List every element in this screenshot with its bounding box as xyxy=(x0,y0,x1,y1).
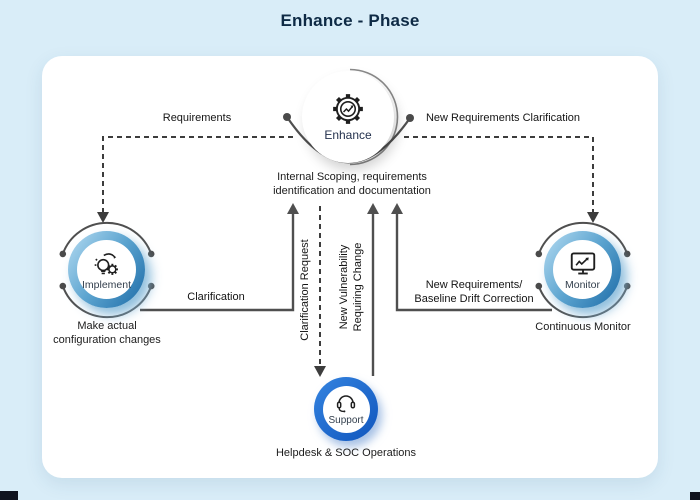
arc-dot xyxy=(147,250,155,258)
new-requirements-clarification-edge-label: New Requirements Clarification xyxy=(425,112,581,124)
clarification-arrow xyxy=(140,213,295,312)
arc-dot xyxy=(406,114,414,122)
implement-orbit-arc-bottom xyxy=(61,285,153,319)
implement-caption: Make actual configuration changes xyxy=(53,320,161,346)
bottom-left-corner-chip xyxy=(0,491,18,500)
baseline-drift-edge-label: New Requirements/ Baseline Drift Correct… xyxy=(414,279,534,305)
node-implement-label: Implement xyxy=(81,278,132,291)
new-vulnerability-edge-label: New Vulnerability Requiring Change xyxy=(338,242,364,332)
arc-dot xyxy=(283,113,291,121)
arc-dot xyxy=(147,282,155,290)
new-requirements-dashed-arrow xyxy=(404,136,594,212)
node-support: Support xyxy=(314,377,378,441)
requirements-edge-label: Requirements xyxy=(162,112,232,124)
bottom-right-corner-chip xyxy=(690,492,700,500)
baseline-drift-arrow xyxy=(395,213,552,312)
arrowhead-down xyxy=(97,212,109,223)
clarification-request-edge-label: Clarification Request xyxy=(299,239,311,341)
headset-icon xyxy=(336,394,356,412)
requirements-dashed-arrow xyxy=(102,136,293,212)
arc-dot xyxy=(535,250,543,258)
clarification-edge-label: Clarification xyxy=(187,291,245,303)
page-title: Enhance - Phase xyxy=(280,11,420,30)
node-enhance: Enhance xyxy=(302,71,394,163)
bulb-gear-icon xyxy=(94,252,118,275)
arrowhead-down xyxy=(587,212,599,223)
monitor-orbit-arc-bottom xyxy=(537,285,629,319)
gear-trend-icon xyxy=(333,94,363,124)
monitor-caption: Continuous Monitor xyxy=(535,321,631,333)
arc-dot xyxy=(59,282,67,290)
arrowhead-up xyxy=(287,203,299,214)
node-monitor-label: Monitor xyxy=(564,278,600,291)
arrowhead-up xyxy=(367,203,379,214)
enhance-edge-arc xyxy=(349,68,399,166)
node-monitor: Monitor xyxy=(544,231,621,308)
monitor-trend-icon xyxy=(570,251,595,274)
arc-dot xyxy=(623,282,631,290)
enhance-caption: Internal Scoping, requirements identific… xyxy=(273,171,431,197)
node-implement: Implement xyxy=(68,231,145,308)
arc-dot xyxy=(535,282,543,290)
node-support-label: Support xyxy=(328,414,364,426)
arrowhead-down xyxy=(314,366,326,377)
monitor-orbit-arc-top xyxy=(537,221,629,255)
node-enhance-label: Enhance xyxy=(324,128,372,142)
support-caption: Helpdesk & SOC Operations xyxy=(275,447,416,459)
arrowhead-up xyxy=(391,203,403,214)
implement-orbit-arc-top xyxy=(61,221,153,255)
arc-dot xyxy=(59,250,67,258)
arc-dot xyxy=(623,250,631,258)
